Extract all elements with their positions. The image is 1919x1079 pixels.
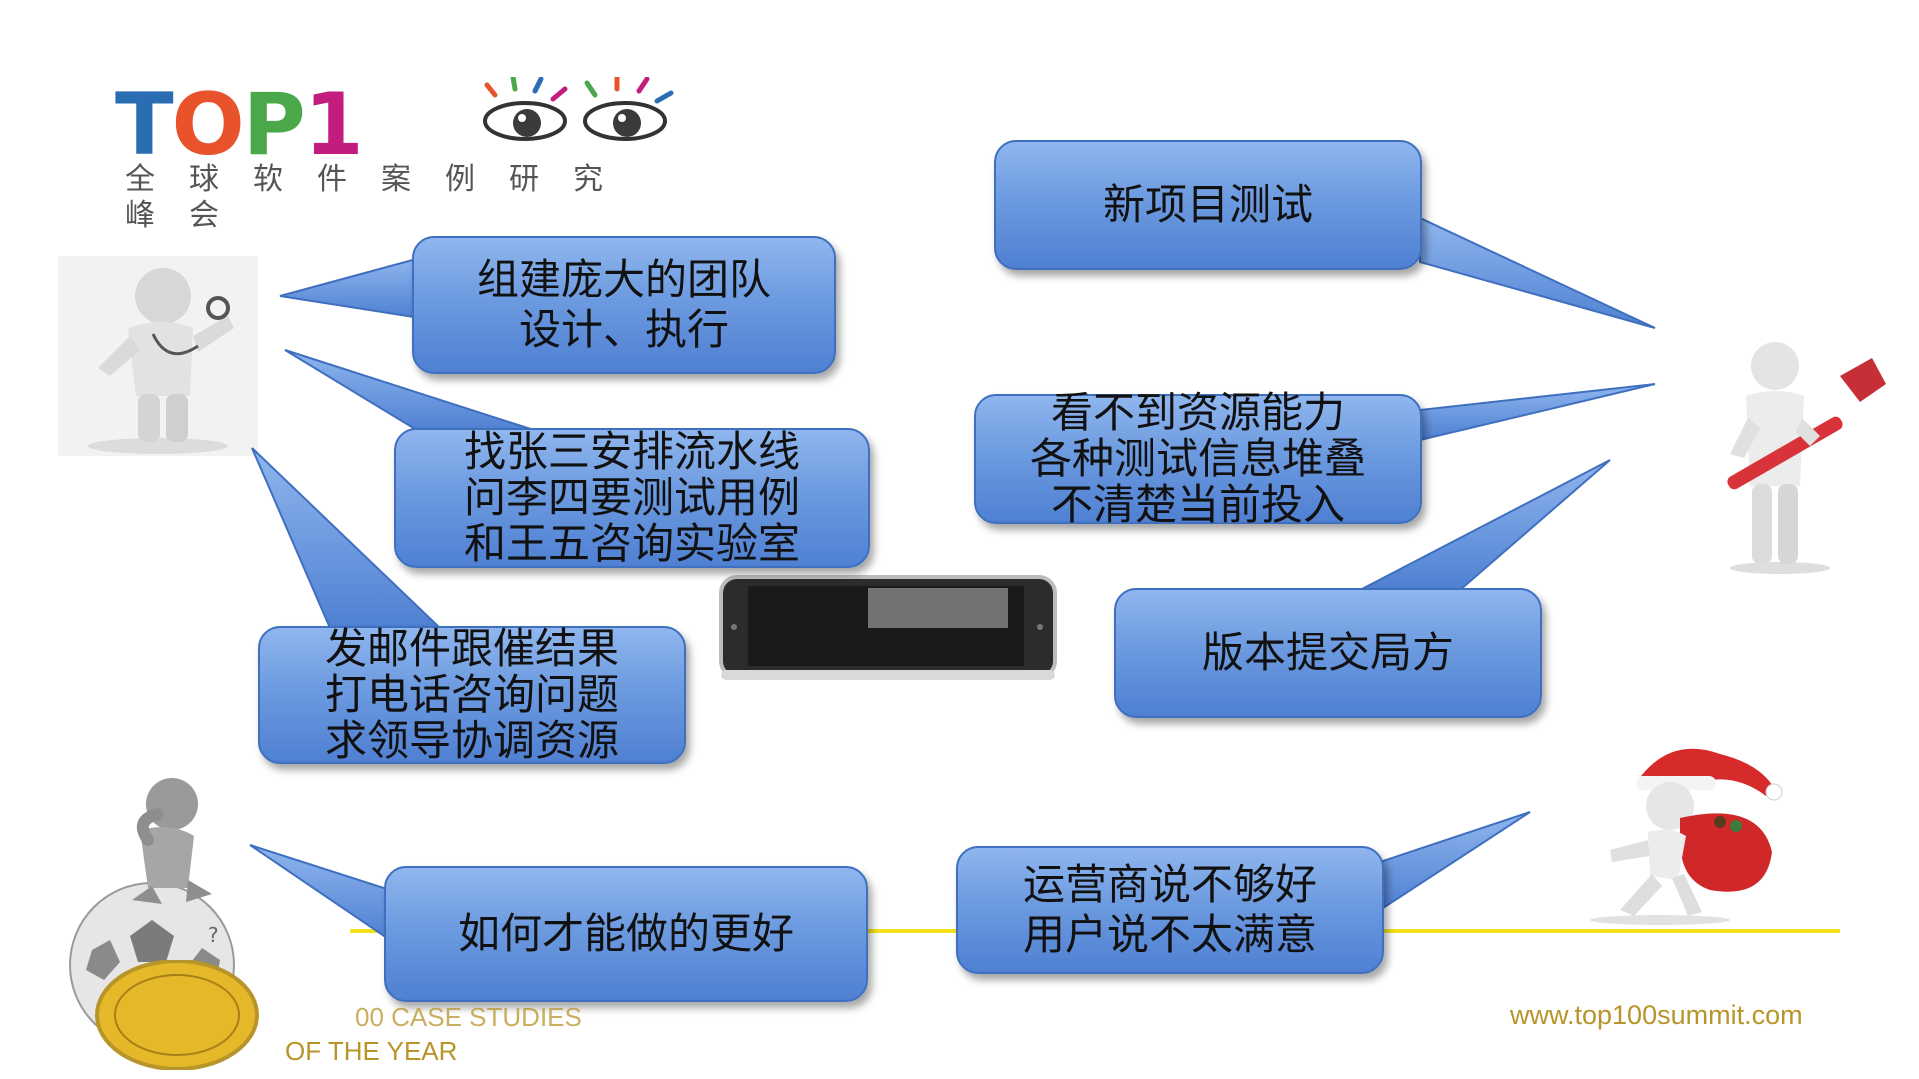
bubble-newproject: 新项目测试 bbox=[994, 140, 1422, 270]
bubble-operator: 运营商说不够好 用户说不太满意 bbox=[956, 846, 1384, 974]
bubble-team: 组建庞大的团队 设计、执行 bbox=[412, 236, 836, 374]
footer-url-link[interactable]: www.top100summit.com bbox=[1510, 1000, 1803, 1030]
bubble-newproject-line1: 新项目测试 bbox=[1102, 180, 1313, 229]
logo-letter-1: 1 bbox=[303, 75, 364, 175]
logo-eyes-icon bbox=[483, 77, 674, 141]
bubble-better-line1: 如何才能做的更好 bbox=[457, 909, 794, 958]
tail-team bbox=[279, 256, 421, 320]
bubble-team-line1: 组建庞大的团队 bbox=[476, 255, 771, 304]
tail-newproject bbox=[1419, 216, 1656, 329]
bubble-version: 版本提交局方 bbox=[1114, 588, 1542, 718]
bubble-better: 如何才能做的更好 bbox=[384, 866, 868, 1002]
logo-letter-o: O bbox=[171, 75, 245, 175]
medal-emblem-icon bbox=[95, 960, 259, 1070]
logo-letter-p: P bbox=[242, 75, 306, 175]
hammer-figure-icon bbox=[1727, 342, 1886, 574]
bubble-operator-line1: 运营商说不够好 bbox=[1022, 860, 1317, 909]
footer-tagline-line2: OF THE YEAR bbox=[285, 1036, 458, 1066]
footer-tagline-line1: 00 CASE STUDIES bbox=[355, 1002, 582, 1032]
bubble-resources-line3: 不清楚当前投入 bbox=[1050, 480, 1345, 529]
mobile-phone-icon bbox=[719, 575, 1057, 680]
bubble-followup: 发邮件跟催结果 打电话咨询问题 求领导协调资源 bbox=[258, 626, 686, 764]
bubble-followup-line3: 求领导协调资源 bbox=[324, 716, 619, 765]
bubble-resources: 看不到资源能力 各种测试信息堆叠 不清楚当前投入 bbox=[974, 390, 1422, 528]
bubble-pipeline-line2: 问李四要测试用例 bbox=[463, 473, 800, 522]
bubble-pipeline-line3: 和王五咨询实验室 bbox=[463, 519, 800, 568]
bubble-pipeline-line1: 找张三安排流水线 bbox=[463, 427, 800, 476]
bubble-pipeline: 找张三安排流水线 问李四要测试用例 和王五咨询实验室 bbox=[394, 428, 870, 568]
logo-letter-t: T bbox=[115, 75, 174, 175]
tail-operator bbox=[1379, 811, 1531, 912]
bubble-resources-line1: 看不到资源能力 bbox=[1050, 388, 1345, 437]
logo-wordmark: TOP1 bbox=[115, 75, 364, 175]
bubble-team-line2: 设计、执行 bbox=[518, 305, 729, 354]
bubble-version-line1: 版本提交局方 bbox=[1201, 628, 1454, 677]
bubble-resources-line2: 各种测试信息堆叠 bbox=[1029, 434, 1366, 483]
top100-logo: TOP1 全球软件案例研究 峰会 bbox=[115, 75, 675, 234]
svg-text:?: ? bbox=[208, 923, 219, 947]
doctor-figure-icon bbox=[58, 256, 258, 456]
bubble-followup-line1: 发邮件跟催结果 bbox=[324, 624, 619, 673]
logo-subtitle: 全球软件案例研究 峰会 bbox=[125, 162, 645, 234]
bubble-followup-line2: 打电话咨询问题 bbox=[324, 670, 619, 719]
bubble-operator-line2: 用户说不太满意 bbox=[1022, 910, 1317, 959]
tail-resources bbox=[1419, 383, 1656, 442]
footer-tagline: 00 CASE STUDIES OF THE YEAR bbox=[285, 1000, 582, 1068]
santa-figure-running-icon bbox=[1590, 748, 1783, 925]
logo-subtitle-line2: 峰会 bbox=[125, 198, 253, 233]
logo-subtitle-line1: 全球软件案例研究 bbox=[125, 162, 637, 197]
tail-better bbox=[249, 844, 391, 942]
